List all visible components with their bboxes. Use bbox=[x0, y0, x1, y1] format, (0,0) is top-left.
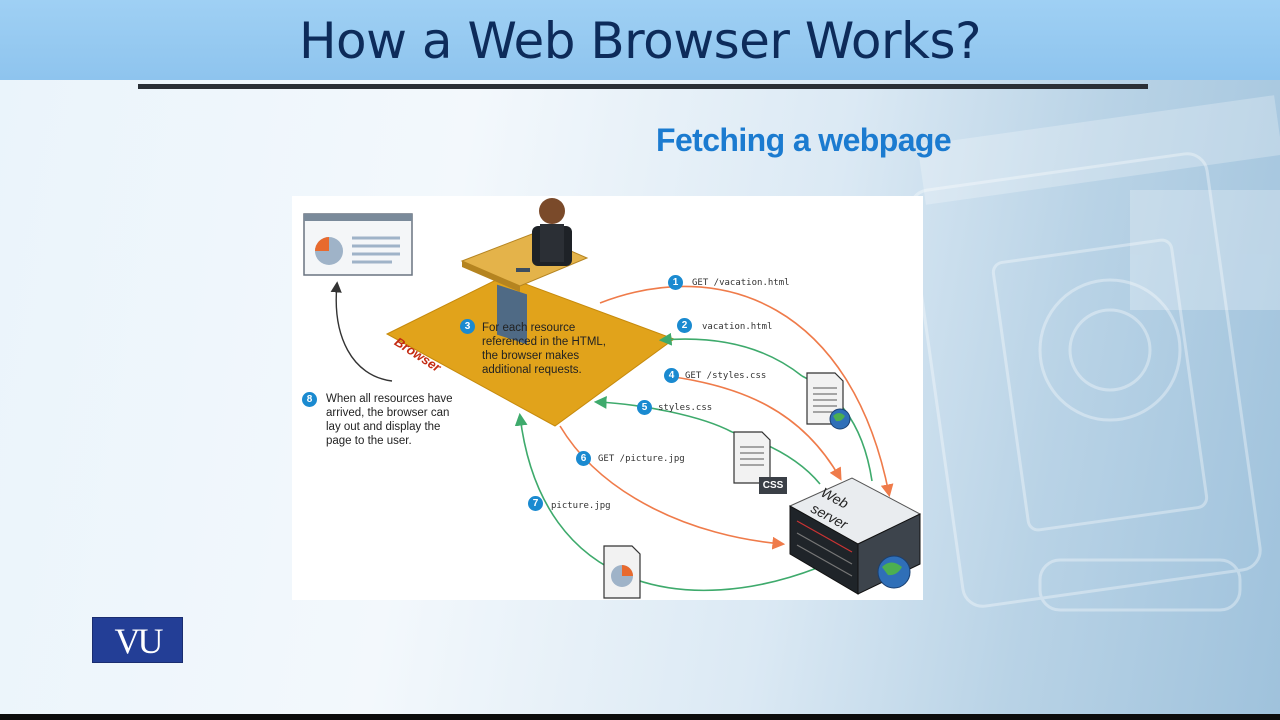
arrow-vacation-html bbox=[658, 332, 803, 377]
step-3-badge: 3 bbox=[460, 319, 475, 334]
step-3-note: For each resource referenced in the HTML… bbox=[482, 322, 607, 376]
user-at-computer-icon bbox=[460, 198, 589, 345]
slide-title: How a Web Browser Works? bbox=[298, 12, 982, 70]
step-2-badge: 2 bbox=[677, 318, 692, 333]
step-5-badge: 5 bbox=[637, 400, 652, 415]
slide-subtitle: Fetching a webpage bbox=[656, 122, 952, 158]
css-document-icon bbox=[733, 431, 771, 484]
arrow-get-vacation bbox=[599, 285, 894, 498]
arrow-display bbox=[330, 281, 393, 382]
diagram-graphics bbox=[303, 198, 922, 599]
bottom-bar bbox=[0, 714, 1280, 720]
step-2-label: vacation.html bbox=[702, 322, 773, 332]
vu-logo: VU bbox=[92, 617, 183, 663]
step-4-badge: 4 bbox=[664, 368, 679, 383]
step-6-label: GET /picture.jpg bbox=[598, 454, 685, 464]
step-4-label: GET /styles.css bbox=[685, 371, 767, 381]
step-8-note: When all resources have arrived, the bro… bbox=[326, 393, 453, 447]
step-6-badge: 6 bbox=[576, 451, 591, 466]
arrow-get-styles bbox=[666, 375, 842, 481]
step-5-label: styles.css bbox=[658, 403, 713, 413]
step-1-label: GET /vacation.html bbox=[692, 278, 790, 288]
title-bar bbox=[0, 0, 1280, 80]
html-document-icon bbox=[806, 372, 851, 430]
step-7-label: picture.jpg bbox=[551, 501, 611, 511]
css-tag: CSS bbox=[759, 477, 787, 494]
browser-window-icon bbox=[303, 213, 413, 276]
arrow-get-picture bbox=[559, 425, 786, 550]
web-server-icon bbox=[788, 477, 922, 595]
step-8-badge: 8 bbox=[302, 392, 317, 407]
step-7-badge: 7 bbox=[528, 496, 543, 511]
step-1-badge: 1 bbox=[668, 275, 683, 290]
web-fetch-diagram: Browser Web server CSS 1 GET /vacation.h… bbox=[292, 196, 923, 600]
picture-document-icon bbox=[603, 545, 641, 599]
title-underline bbox=[138, 84, 1148, 89]
arrow-styles-css bbox=[593, 396, 733, 433]
